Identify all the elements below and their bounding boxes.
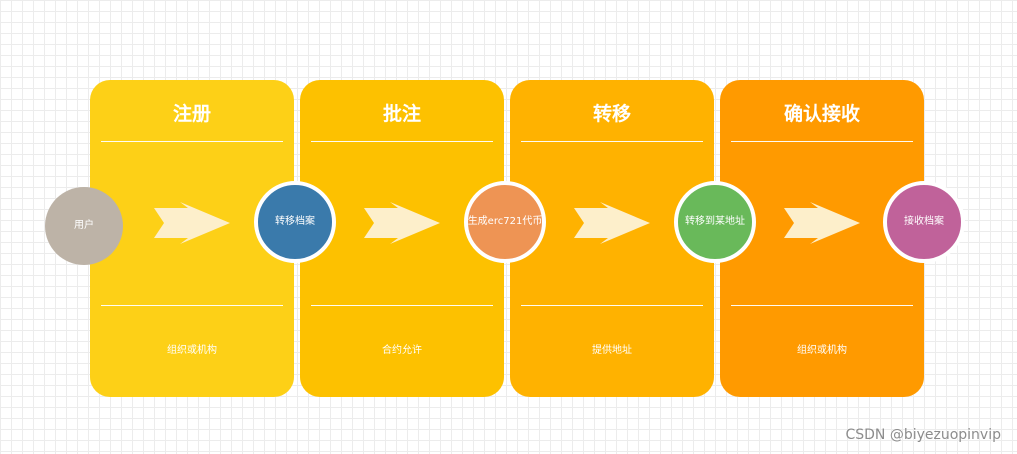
flow-arrow-icon <box>574 202 650 244</box>
flow-arrow-icon <box>154 202 230 244</box>
divider-line <box>521 305 703 306</box>
node-user: 用户 <box>45 187 123 265</box>
divider-line <box>311 141 493 142</box>
watermark: CSDN @biyezuopinvip <box>845 427 1001 443</box>
divider-line <box>311 305 493 306</box>
stage-caption: 组织或机构 <box>167 345 217 356</box>
stage-title: 批注 <box>382 103 421 125</box>
stage-caption: 合约允许 <box>382 345 422 356</box>
divider-line <box>731 305 913 306</box>
divider-line <box>521 141 703 142</box>
flow-arrow-icon <box>784 202 860 244</box>
divider-line <box>101 141 283 142</box>
stage-caption: 组织或机构 <box>797 345 847 356</box>
node-transfer-to-address: 转移到某地址 <box>674 181 756 263</box>
flow-arrow-icon <box>364 202 440 244</box>
stage-caption: 提供地址 <box>592 345 632 356</box>
divider-line <box>101 305 283 306</box>
stage-title: 注册 <box>172 103 211 125</box>
node-mint-erc721-token: 生成erc721代币 <box>464 181 546 263</box>
stage-title: 确认接收 <box>783 103 860 125</box>
node-receive-archive: 接收档案 <box>883 181 965 263</box>
stage-title: 转移 <box>592 103 631 125</box>
node-transfer-archive: 转移档案 <box>254 181 336 263</box>
divider-line <box>731 141 913 142</box>
